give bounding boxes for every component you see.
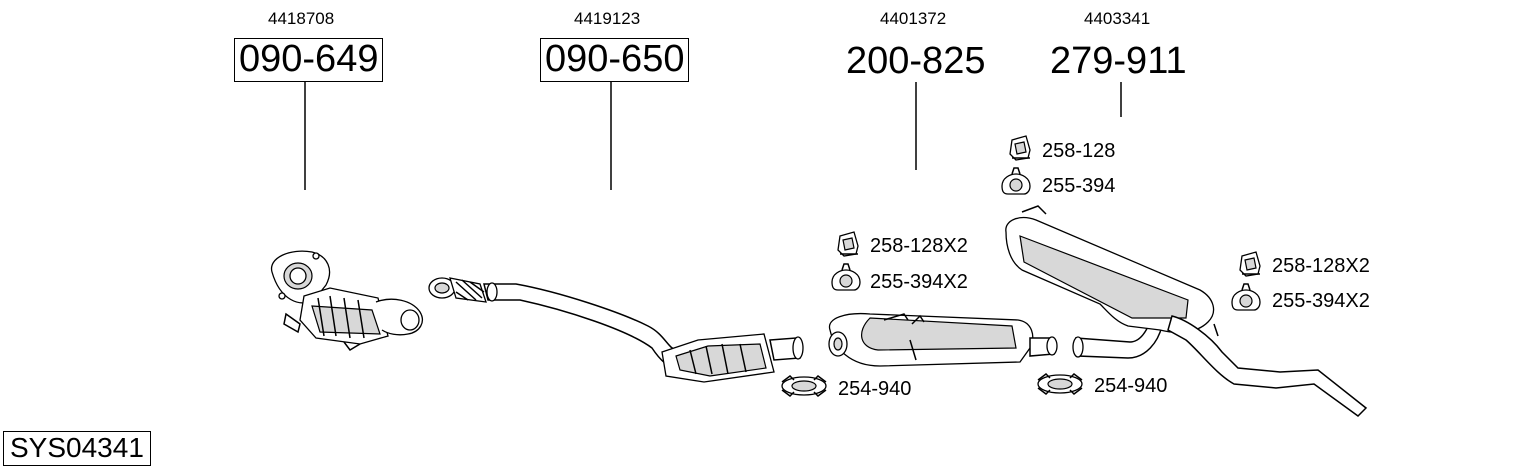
accessory-label-rear-hanger[interactable]: 255-394 [1042, 175, 1116, 197]
part-number-middle-silencer[interactable]: 200-825 [846, 40, 986, 82]
part-number-rear-silencer[interactable]: 279-911 [1050, 40, 1187, 82]
rubber-mount-icon[interactable] [1239, 251, 1261, 277]
catalyst-1-drawing[interactable] [271, 250, 423, 351]
system-code-badge: SYS04341 [3, 431, 151, 466]
accessory-label-middle-hanger[interactable]: 255-394X2 [870, 271, 968, 293]
accessory-label-clamp-front[interactable]: 254-940 [838, 378, 912, 400]
rubber-hanger-icon[interactable] [831, 263, 861, 291]
rubber-mount-icon[interactable] [837, 231, 859, 257]
part-number-catalyst-1[interactable]: 090-649 [234, 38, 384, 82]
rubber-hanger-icon[interactable] [1001, 167, 1031, 195]
accessory-label-tail-mount[interactable]: 258-128X2 [1272, 255, 1370, 277]
rubber-hanger-icon[interactable] [1231, 283, 1261, 311]
rear-silencer-drawing[interactable] [1005, 205, 1368, 417]
rubber-mount-icon[interactable] [1009, 135, 1031, 161]
accessory-label-tail-hanger[interactable]: 255-394X2 [1272, 290, 1370, 312]
accessory-label-middle-mount[interactable]: 258-128X2 [870, 235, 968, 257]
oem-number-middle-silencer: 4401372 [880, 9, 947, 28]
oem-number-front-pipe: 4419123 [574, 9, 641, 28]
pipe-clamp-icon[interactable] [1037, 373, 1083, 395]
part-number-front-pipe[interactable]: 090-650 [540, 38, 690, 82]
front-pipe-drawing[interactable] [428, 277, 804, 383]
oem-number-catalyst-1: 4418708 [268, 9, 335, 28]
pipe-clamp-icon[interactable] [781, 375, 827, 397]
middle-silencer-drawing[interactable] [828, 312, 1058, 367]
accessory-label-rear-mount[interactable]: 258-128 [1042, 140, 1116, 162]
accessory-label-clamp-rear[interactable]: 254-940 [1094, 375, 1168, 397]
oem-number-rear-silencer: 4403341 [1084, 9, 1151, 28]
